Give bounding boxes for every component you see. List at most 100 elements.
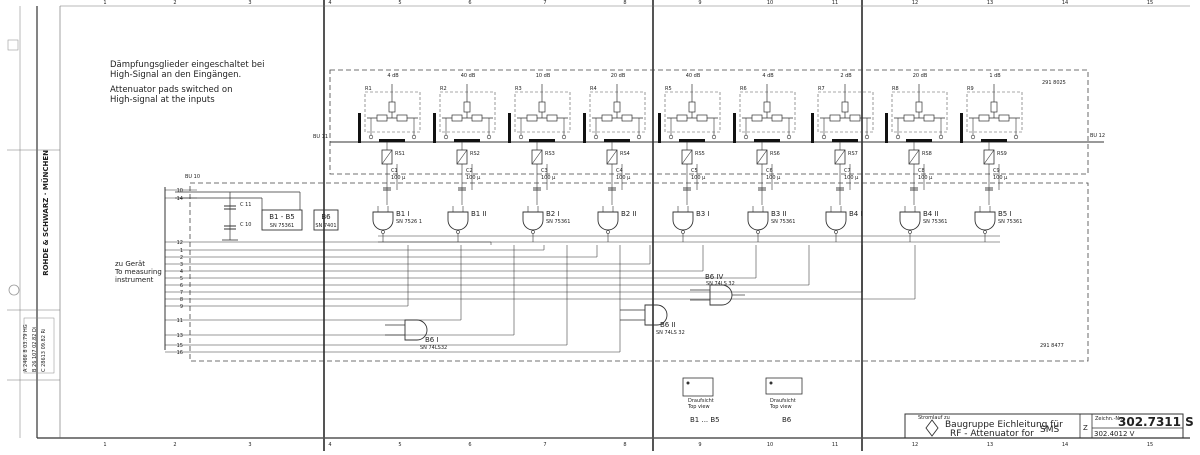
resistor-icon bbox=[771, 114, 783, 122]
title-z: Z bbox=[1083, 424, 1088, 432]
contact-icon bbox=[938, 134, 944, 140]
relay-label: RS9 bbox=[997, 151, 1007, 157]
contact-icon bbox=[593, 134, 599, 140]
contact-icon bbox=[411, 134, 417, 140]
pin-number: 15 bbox=[177, 343, 183, 349]
column-number-top: 11 bbox=[832, 0, 838, 6]
connector-pin: 5 bbox=[165, 245, 757, 282]
gate-icon bbox=[974, 211, 996, 231]
relay-label: RS5 bbox=[695, 151, 705, 157]
cap-label: C3 bbox=[541, 168, 548, 174]
cap-label: C2 bbox=[466, 168, 473, 174]
cap-label: C6 bbox=[766, 168, 773, 174]
switch-bar-icon bbox=[832, 139, 858, 142]
inverter-bubble-icon bbox=[381, 230, 385, 234]
column-number-top: 6 bbox=[468, 0, 471, 6]
gate-label: B1 I bbox=[396, 210, 410, 218]
nand-gate: B2 II bbox=[597, 206, 637, 242]
gate-icon bbox=[522, 211, 544, 231]
pad-outline bbox=[966, 91, 1023, 133]
resistor-icon bbox=[451, 114, 463, 122]
c11-label: C 11 bbox=[240, 202, 251, 208]
switch-bar-icon bbox=[454, 139, 480, 142]
switch-bar-icon bbox=[529, 139, 555, 142]
switch-bar-icon bbox=[508, 113, 511, 143]
gate-label: B5 I bbox=[998, 210, 1012, 218]
resistor-icon bbox=[526, 114, 538, 122]
resistor-icon bbox=[849, 114, 861, 122]
title-drawing-label: Zeichn.-Nr. bbox=[1095, 416, 1123, 422]
revision-entry: A 2466 8 03.79 HG bbox=[23, 324, 29, 372]
column-number-top: 12 bbox=[912, 0, 918, 6]
connector-pin: 15 bbox=[165, 245, 568, 349]
column-number-bottom: 15 bbox=[1147, 442, 1153, 448]
b6-ii-ic: SN 74LS 32 bbox=[656, 330, 685, 336]
resistor-icon bbox=[763, 101, 771, 113]
b6-iv-ic: SN 74LS 32 bbox=[706, 281, 735, 287]
b6-i-ic: SN 74LS32 bbox=[420, 345, 447, 351]
rf-section-outline bbox=[329, 69, 1089, 175]
contact-icon bbox=[821, 134, 827, 140]
switch-bar-icon bbox=[604, 139, 630, 142]
pinout-caption-de-1: Draufsicht bbox=[688, 398, 714, 404]
resistor-icon bbox=[396, 114, 408, 122]
connector-pin: 3 bbox=[165, 245, 651, 268]
gate-icon bbox=[447, 211, 469, 231]
to-device-en-1: To measuring bbox=[114, 268, 162, 276]
resistor-icon bbox=[538, 101, 546, 113]
switch-bar-icon bbox=[433, 113, 436, 143]
contact-icon bbox=[486, 134, 492, 140]
pad-outline bbox=[364, 91, 421, 133]
connector-pin: 8 bbox=[165, 245, 916, 303]
pinout-b1-b5 bbox=[682, 377, 714, 397]
contact-icon bbox=[895, 134, 901, 140]
relay-label: RS3 bbox=[545, 151, 555, 157]
pin-number: 11 bbox=[177, 318, 183, 324]
pad-ref: R7 bbox=[818, 86, 825, 92]
resistor-icon bbox=[998, 114, 1010, 122]
pin-number: 5 bbox=[180, 276, 183, 282]
b6-label: B6 bbox=[321, 213, 331, 221]
connector-pin: 6 bbox=[165, 245, 810, 289]
contact-icon bbox=[970, 134, 976, 140]
column-number-top: 9 bbox=[698, 0, 701, 6]
pad-value: 1 dB bbox=[989, 73, 1001, 79]
column-number-top: 15 bbox=[1147, 0, 1153, 6]
pad-outline bbox=[514, 91, 571, 133]
gate-ic: SN 75361 bbox=[771, 219, 795, 225]
pad-outline bbox=[589, 91, 646, 133]
pad-value: 20 dB bbox=[913, 73, 928, 79]
connector-pin: 10 bbox=[165, 188, 197, 194]
pad-value: 40 dB bbox=[461, 73, 476, 79]
gate-b6-ii bbox=[620, 304, 668, 326]
resistor-icon bbox=[923, 114, 935, 122]
gate-ic: SN 75361 bbox=[998, 219, 1022, 225]
switch-bar-icon bbox=[658, 113, 661, 143]
nand-gate: B3 I bbox=[672, 206, 710, 242]
note-english-line1: Attenuator pads switched on bbox=[110, 85, 232, 95]
relay-label: RS1 bbox=[395, 151, 405, 157]
connector-pin: 13 bbox=[165, 245, 515, 339]
column-number-bottom: 14 bbox=[1062, 442, 1068, 448]
switch-bar-icon bbox=[358, 113, 361, 143]
resistor-icon bbox=[471, 114, 483, 122]
supply-caps bbox=[175, 191, 301, 241]
gate-ic: SN 7526 1 bbox=[396, 219, 422, 225]
resistor-icon bbox=[463, 101, 471, 113]
to-device-de: zu Gerät bbox=[115, 260, 145, 268]
pin-number: 14 bbox=[177, 196, 183, 202]
inverter-bubble-icon bbox=[531, 230, 535, 234]
relay-label: RS6 bbox=[770, 151, 780, 157]
column-number-bottom: 10 bbox=[767, 442, 773, 448]
connector-pin: 16 bbox=[165, 245, 621, 356]
contact-icon bbox=[786, 134, 792, 140]
pad-outline bbox=[891, 91, 948, 133]
drawing-number-bottom: 291 8477 bbox=[1040, 343, 1064, 349]
